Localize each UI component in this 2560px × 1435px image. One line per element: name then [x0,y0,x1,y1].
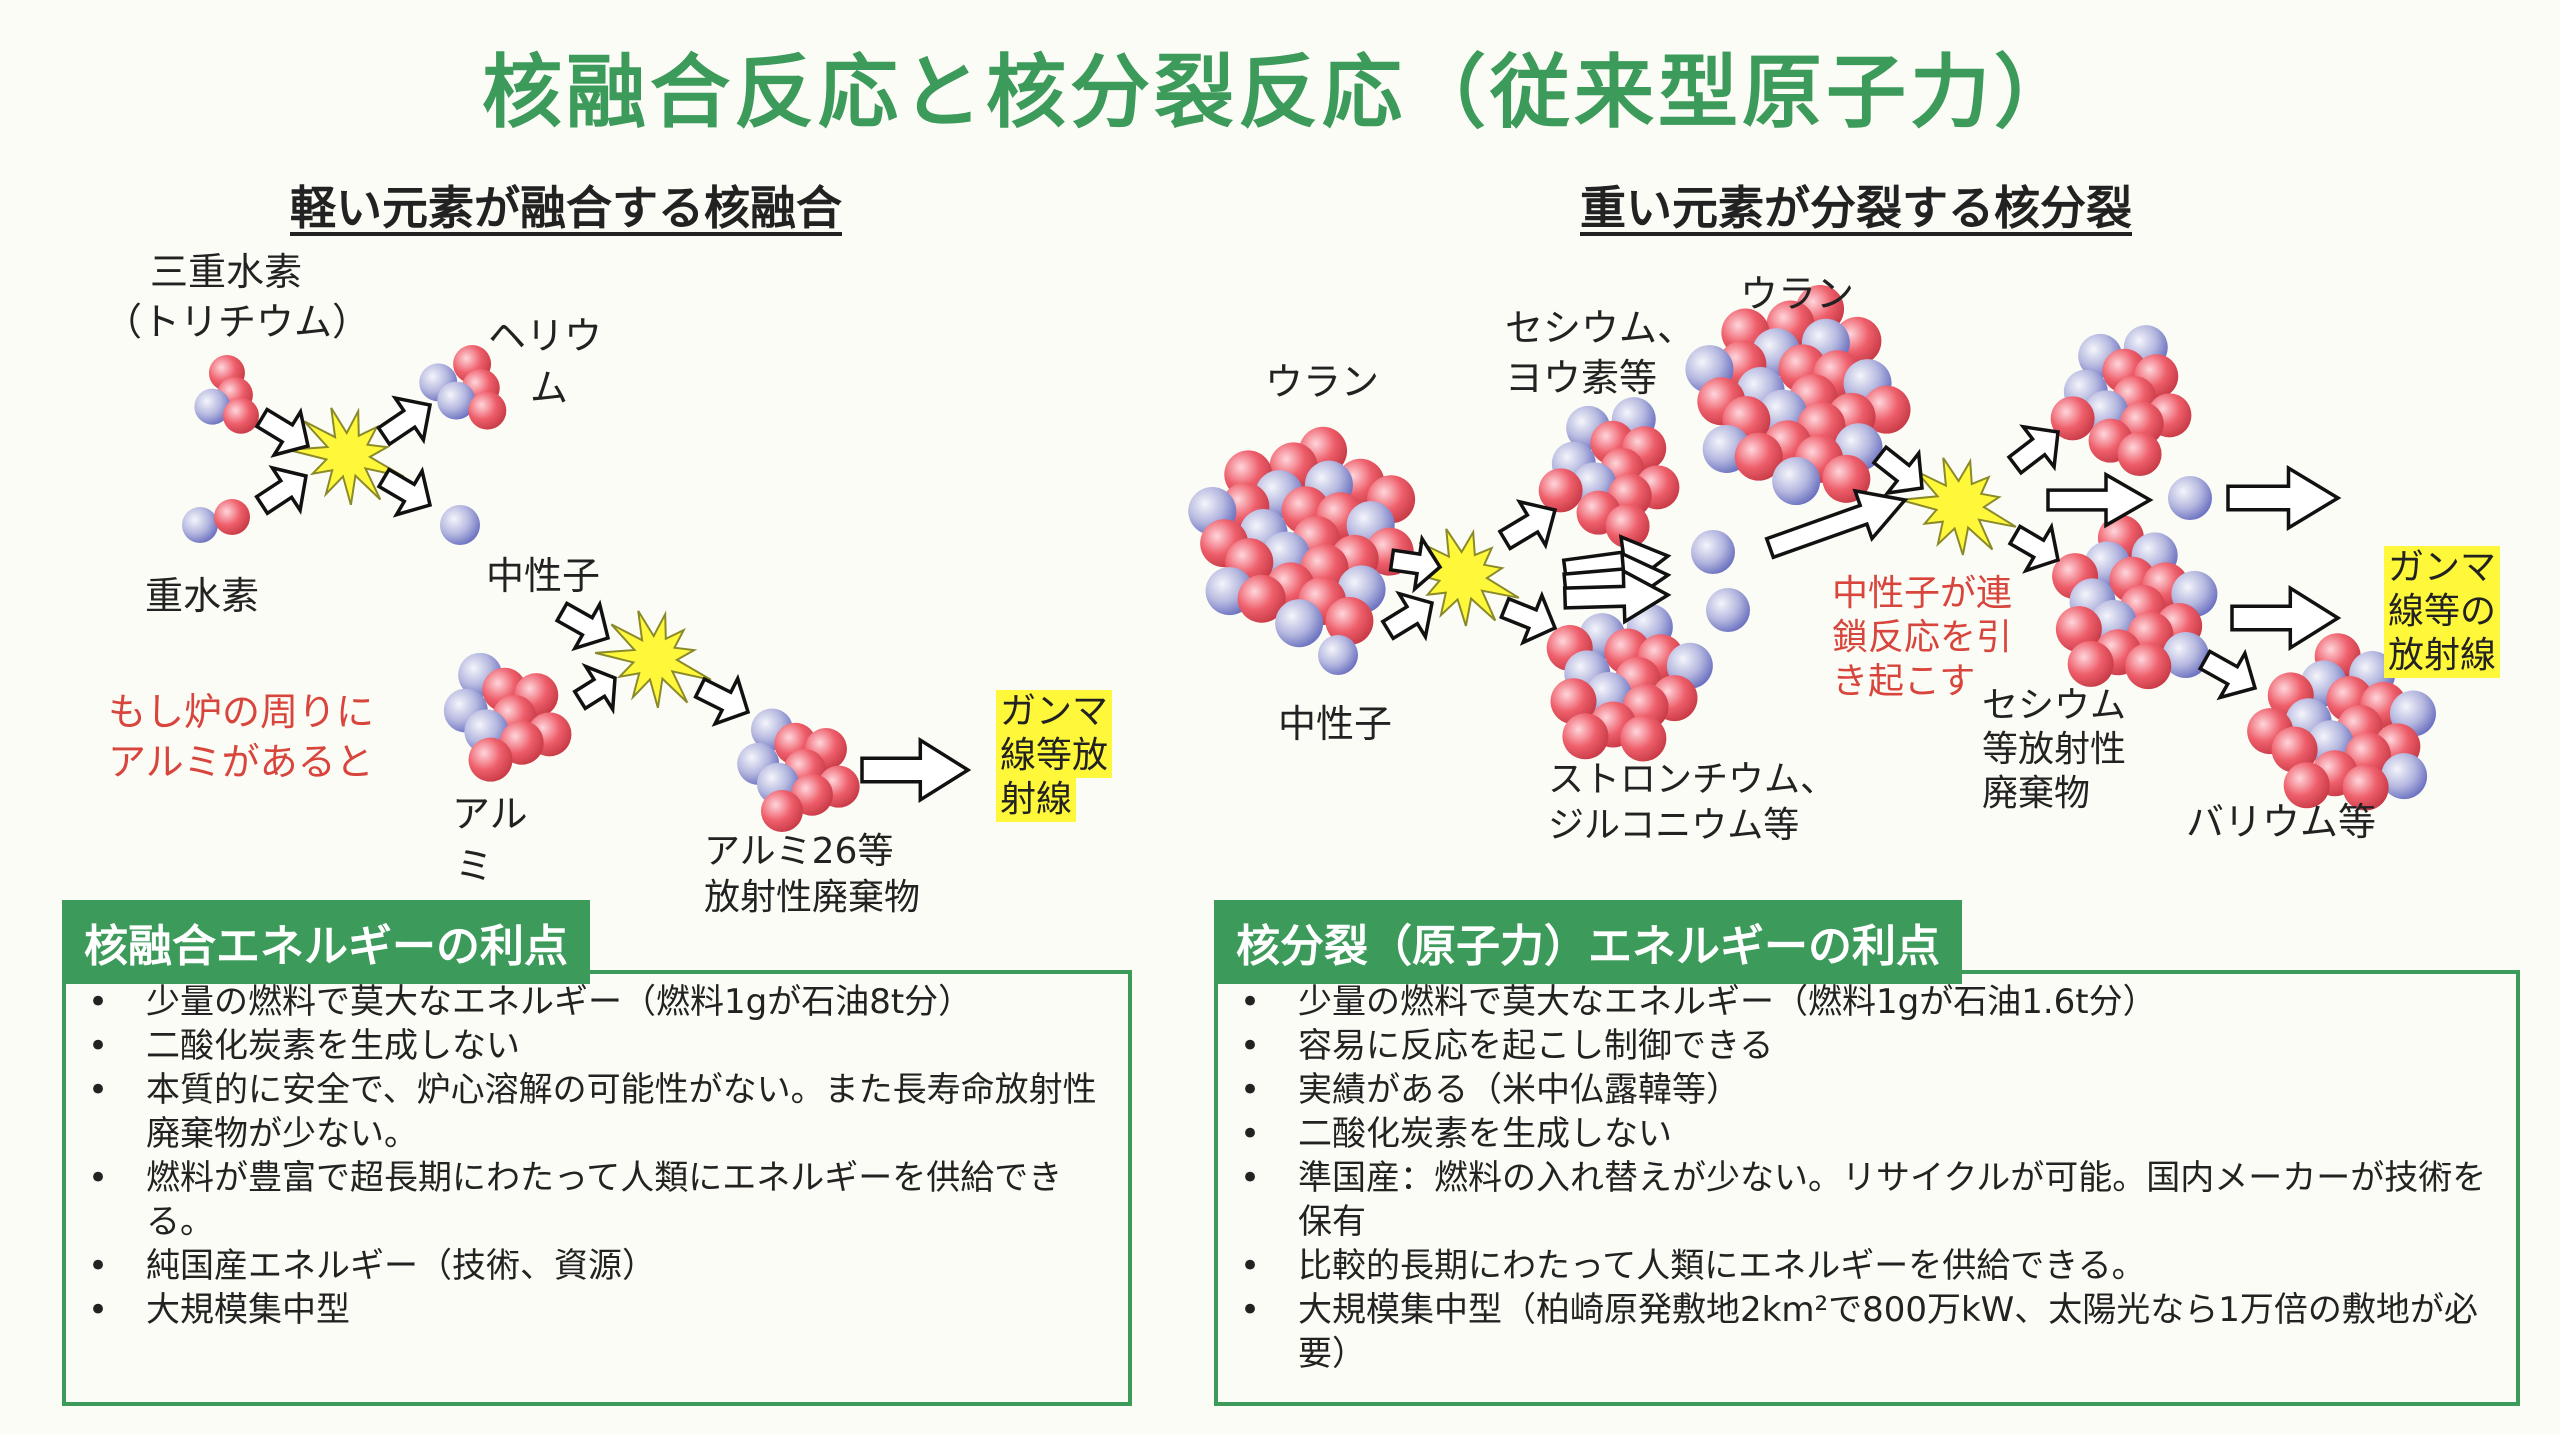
arrow-aluminum-to-burst [572,662,617,715]
chain-reaction-note-3: き起こす [1832,661,1976,702]
aluminum-label: アル [452,792,528,836]
aluminum-note-2: アルミがあると [108,740,374,784]
chain-reaction-note: 中性子が連 [1832,573,2013,614]
list-item: 大規模集中型（柏崎原発敷地2km²で800万kW、太陽光なら1万倍の敷地が必要） [1218,1288,2516,1376]
fusion-burst [287,407,405,506]
tritium-label: 三重水素 [150,250,303,294]
fusion-benefits-list: 少量の燃料で莫大なエネルギー（燃料1gが石油8t分） 二酸化炭素を生成しない 本… [66,980,1128,1332]
arrow-deuterium-to-burst [254,465,309,516]
strontium-label-2: ジルコニウム等 [1548,805,1800,846]
fission-heading: 重い元素が分裂する核分裂 [1580,181,2132,235]
fission-neutron-1 [1691,530,1735,574]
arrow-uranium-to-burst [1388,533,1443,594]
cesium-label-2: ヨウ素等 [1505,356,1658,400]
fusion-benefits-title: 核融合エネルギーの利点 [62,900,590,984]
tritium-label-2: （トリチウム） [104,300,371,344]
list-item: 実績がある（米中仏露韓等） [1218,1068,2516,1112]
arrow-to-neutron-right [2226,464,2342,532]
fusion-gamma-label: ガンマ 線等放 射線 [996,690,1113,822]
list-item: 純国産エネルギー（技術、資源） [66,1244,1128,1288]
arrow-neutron-to-aluminum-burst [554,599,611,652]
alumi26-nucleus [737,708,860,833]
arrow-to-barium [2197,648,2258,701]
fusion-neutron [440,505,480,545]
strontium-zirconium-nucleus [1546,603,1713,762]
arrow-burst-to-cesium [1497,499,1558,551]
arrow-burst-to-neutron [376,466,433,518]
cesium-iodine-nucleus [1538,397,1680,549]
arrow-burst2-to-cesium-waste [2007,522,2061,574]
uranium-nucleus-top [1685,284,1911,506]
list-item: 本質的に安全で、炉心溶解の可能性がない。また長寿命放射性廃棄物が少ない。 [66,1068,1128,1156]
fission-benefits-list: 少量の燃料で莫大なエネルギー（燃料1gが石油1.6t分） 容易に反応を起こし制御… [1218,980,2516,1376]
arrow-neutron-to-uranium [1764,488,1909,560]
aluminum-note: もし炉の周りに [108,690,375,734]
list-item: 準国産：燃料の入れ替えが少ない。リサイクルが可能。国内メーカーが技術を保有 [1218,1156,2516,1244]
fission-benefits-title: 核分裂（原子力）エネルギーの利点 [1214,900,1962,984]
deuterium-nucleus [182,499,250,543]
fission-neutron-label: 中性子 [1278,702,1393,746]
list-item: 燃料が豊富で超長期にわたって人類にエネルギーを供給できる。 [66,1156,1128,1244]
arrow-tritium-to-burst [254,407,311,458]
arrow-burst-to-helium [376,395,433,447]
arrow-to-fusion-gamma [860,736,972,804]
alumi26-waste-label-2: 放射性廃棄物 [704,877,921,918]
cesium-nucleus-top [2050,325,2192,477]
arrow-neutron-3 [1562,568,1672,625]
aluminum-label-2: ミ [455,844,494,888]
reaction-diagram [182,284,2436,833]
cesium-waste-label-3: 廃棄物 [1982,773,2091,814]
alumi26-waste-label: アルミ26等 [704,831,894,872]
helium-label-2: ム [530,366,569,410]
chain-reaction-note-2: 鎖反応を引 [1832,617,2013,658]
fusion-benefits-box: 少量の燃料で莫大なエネルギー（燃料1gが石油8t分） 二酸化炭素を生成しない 本… [62,970,1132,1406]
list-item: 少量の燃料で莫大なエネルギー（燃料1gが石油8t分） [66,980,1128,1024]
fusion-neutron-label: 中性子 [486,554,601,598]
list-item: 二酸化炭素を生成しない [66,1024,1128,1068]
helium-label: ヘリウ [488,314,603,358]
incoming-neutron [1318,635,1358,675]
arrow-uranium-to-burst-2 [1871,444,1924,496]
arrow-burst-to-alumi26 [693,673,751,727]
cesium-waste-label: セシウム [1982,685,2127,726]
fusion-heading: 軽い元素が融合する核融合 [290,181,842,235]
arrow-burst2-to-cesium [2006,424,2060,476]
cesium-waste-nucleus [2052,514,2218,690]
cesium-label: セシウム、 [1505,306,1696,350]
list-item: 容易に反応を起こし制御できる [1218,1024,2516,1068]
arrow-to-fission-gamma [2230,584,2342,652]
tritium-nucleus [194,354,259,434]
cesium-waste-label-2: 等放射性 [1982,729,2127,770]
list-item: 大規模集中型 [66,1288,1128,1332]
arrow-burst2-to-neutron [2046,471,2154,529]
aluminum-burst [594,610,712,709]
aluminum-nucleus [443,652,572,782]
arrow-burst-to-strontium [1499,590,1558,646]
uranium-nucleus-left [1188,426,1416,648]
uranium-left-label: ウラン [1265,360,1380,404]
list-item: 比較的長期にわたって人類にエネルギーを供給できる。 [1218,1244,2516,1288]
fission-neutron-out [2168,476,2212,520]
strontium-label: ストロンチウム、 [1548,759,1837,800]
arrow-neutron-to-burst [1380,590,1435,642]
list-item: 少量の燃料で莫大なエネルギー（燃料1gが石油1.6t分） [1218,980,2516,1024]
helium-nucleus [419,345,507,430]
page-title: 核融合反応と核分裂反応（従来型原子力） [482,46,2078,139]
fission-burst-2 [1899,457,2017,556]
fission-benefits-box: 少量の燃料で莫大なエネルギー（燃料1gが石油1.6t分） 容易に反応を起こし制御… [1214,970,2520,1406]
deuterium-label: 重水素 [145,574,260,618]
barium-nucleus [2247,633,2436,811]
barium-label: バリウム等 [2186,800,2377,844]
uranium-top-label: ウラン [1740,272,1855,316]
list-item: 二酸化炭素を生成しない [1218,1112,2516,1156]
fission-gamma-label: ガンマ 線等の 放射線 [2384,546,2501,678]
fission-neutron-2 [1706,588,1750,632]
